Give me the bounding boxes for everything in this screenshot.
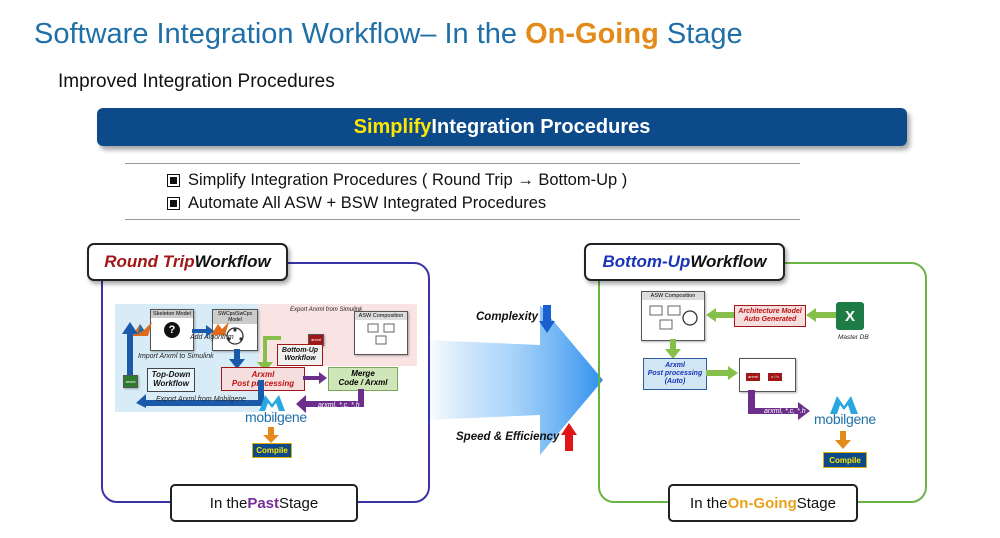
speed-label: Speed & Efficiency xyxy=(456,431,560,443)
bottom-up-box: Bottom-Up Workflow xyxy=(277,344,323,366)
mobilgene-wordmark: mobilgene xyxy=(814,411,876,427)
ongoing-stage-label: In the On-Going Stage xyxy=(668,484,858,522)
export-arxml-mobilgene-label: Export Arxml from Mobilgene xyxy=(156,396,246,403)
asw-composition-box: ASW Composition xyxy=(641,291,705,341)
skeleton-model-label: Skeleton Model xyxy=(151,310,193,318)
mobilgene-wordmark: mobilgene xyxy=(245,409,307,425)
complexity-label: Complexity xyxy=(476,311,538,323)
asw-composition-label: ASW Composition xyxy=(642,292,704,300)
bottom-up-highlight: Bottom-Up xyxy=(602,252,691,271)
banner: Simplify Integration Procedures xyxy=(97,108,907,146)
right-arrow-icon xyxy=(192,325,214,337)
skeleton-model-box: Skeleton Model ? xyxy=(150,309,194,351)
source-file-icon: c / h xyxy=(768,373,782,381)
excel-icon: X xyxy=(836,302,864,330)
master-db-label: Master DB xyxy=(838,334,869,341)
network-icon xyxy=(226,327,244,345)
round-trip-workflow-label: Round Trip Workflow xyxy=(87,243,288,281)
composition-icon xyxy=(649,305,698,330)
add-algorithm-label: Add Algorithm xyxy=(190,334,234,341)
files-label: arxml, *.c, *.h xyxy=(318,402,360,409)
left-arrow-icon xyxy=(806,308,836,322)
arxml-file-icon: arxml xyxy=(123,375,138,388)
left-arrow-icon xyxy=(706,308,734,322)
up-arrow-icon xyxy=(122,322,138,378)
down-arrow-icon xyxy=(835,431,851,449)
top-down-box: Top-Down Workflow xyxy=(147,368,195,392)
arrow-up-icon xyxy=(561,423,577,451)
subtitle: Improved Integration Procedures xyxy=(58,71,335,92)
asw-composition-label: ASW Composition xyxy=(355,312,407,320)
title-highlight: On-Going xyxy=(525,18,659,50)
stage-post: Stage xyxy=(796,494,836,512)
compile-badge: Compile xyxy=(252,443,292,458)
export-arxml-simulink-label: Export Arxml from Simulink xyxy=(290,307,363,313)
down-arrow-icon xyxy=(229,349,245,369)
bullet-square-icon xyxy=(167,197,180,210)
mobilgene-logo-icon xyxy=(830,396,858,414)
composition-icon xyxy=(367,323,395,345)
bottom-up-rest: Workflow xyxy=(690,252,767,271)
swc-model-box: SWCps/SwCps Model xyxy=(212,309,258,351)
architecture-model-box: Architecture Model Auto Generated xyxy=(734,305,806,327)
round-trip-rest: Workflow xyxy=(194,252,271,271)
purple-curve-arrow-icon xyxy=(748,390,810,420)
arrow-down-icon xyxy=(539,305,555,333)
banner-rest: Integration Procedures xyxy=(431,115,651,138)
bullet-item: Simplify Integration Procedures ( Round … xyxy=(167,171,627,190)
swc-model-label: SWCps/SwCps Model xyxy=(213,310,257,324)
purple-curve-arrow-icon xyxy=(296,389,364,413)
asw-composition-box: ASW Composition xyxy=(354,311,408,355)
bullet-text: Simplify Integration Procedures ( Round … xyxy=(188,171,628,189)
green-curve-arrow-icon xyxy=(257,336,281,372)
page-title: Software Integration Workflow– In the On… xyxy=(34,18,743,51)
blue-return-arrow-icon xyxy=(136,380,264,408)
bullet-text: Automate All ASW + BSW Integrated Proced… xyxy=(188,194,547,212)
matlab-icon xyxy=(211,322,229,335)
compile-badge: Compile xyxy=(823,452,867,468)
import-arxml-label: Import Arxml to Simulink xyxy=(138,353,214,360)
arxml-post-processing-auto-box: Arxml Post processing (Auto) xyxy=(643,358,707,390)
arxml-file-icon: arxml xyxy=(746,373,760,381)
down-arrow-icon xyxy=(665,339,681,359)
stage-pre: In the xyxy=(690,494,728,512)
files-label: arxml, *.c, *.h xyxy=(764,408,806,415)
title-pre: Software Integration Workflow– In the xyxy=(34,18,526,50)
down-arrow-icon xyxy=(263,427,279,443)
stage-post: Stage xyxy=(279,494,319,512)
title-post: Stage xyxy=(658,18,743,50)
right-arrow-icon xyxy=(706,366,738,380)
bottom-up-workflow-label: Bottom-Up Workflow xyxy=(584,243,785,281)
stage-highlight: Past xyxy=(247,494,279,512)
past-stage-label: In the Past Stage xyxy=(170,484,358,522)
bullet-square-icon xyxy=(167,174,180,187)
question-icon: ? xyxy=(164,322,180,338)
banner-highlight: Simplify xyxy=(353,115,432,138)
merge-box: Merge Code / Arxml xyxy=(328,367,398,391)
stage-pre: In the xyxy=(209,494,248,512)
stage-highlight: On-Going xyxy=(727,494,797,512)
mobilgene-logo-icon xyxy=(259,395,285,411)
transition-arrow-icon xyxy=(425,305,603,455)
bullet-item: Automate All ASW + BSW Integrated Proced… xyxy=(167,194,546,213)
round-trip-highlight: Round Trip xyxy=(104,252,195,271)
right-arrow-icon xyxy=(303,372,327,384)
generated-files-box: arxml c / h xyxy=(739,358,796,392)
bullet-list: Simplify Integration Procedures ( Round … xyxy=(125,163,800,220)
